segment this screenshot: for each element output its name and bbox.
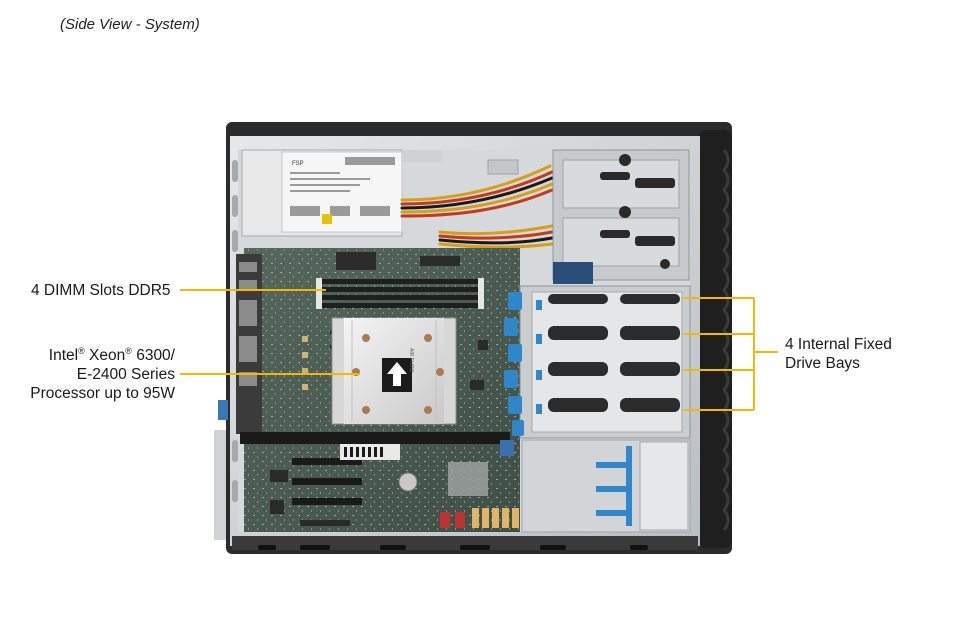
drive-bays-label: 4 Internal Fixed Drive Bays: [785, 335, 892, 373]
fixed-drive-cage: [504, 285, 691, 439]
processor-label-line-3: Processor up to 95W: [30, 385, 175, 402]
drive-bays-label-line-1: 4 Internal Fixed: [785, 336, 892, 353]
upper-drive-cage: [552, 149, 690, 284]
psu-brand: FSP: [292, 161, 304, 167]
drive-bay-4: [548, 398, 680, 412]
drive-bay-2: [548, 326, 680, 340]
lower-bay-area: [521, 439, 691, 533]
dimm-slots-label: 4 DIMM Slots DDR5: [31, 282, 171, 299]
drive-bay-3: [548, 362, 680, 376]
drive-bay-1: [548, 294, 680, 304]
cpu-heatsink: AIR FLOW: [331, 317, 457, 425]
sata-ports: [472, 508, 519, 528]
airflow-arrow-icon: [387, 362, 407, 386]
drive-bays-callout-bracket: [684, 297, 778, 411]
pcie-slots: [240, 432, 510, 505]
power-supply: FSP: [241, 149, 442, 237]
view-caption: (Side View - System): [60, 16, 200, 33]
heatsink-marking: AIR FLOW: [408, 348, 414, 372]
psu-cable-bundle: [400, 159, 554, 249]
processor-label-line-2: E-2400 Series: [76, 366, 175, 383]
front-bezel: [698, 130, 732, 548]
dimm-slots: [316, 278, 484, 309]
callout-lines: [180, 289, 778, 411]
processor-label: Intel® Xeon® 6300/ E-2400 Series Process…: [30, 346, 175, 403]
processor-label-line-1: Intel® Xeon® 6300/: [48, 346, 175, 365]
drive-bays-label-line-2: Drive Bays: [785, 355, 860, 372]
